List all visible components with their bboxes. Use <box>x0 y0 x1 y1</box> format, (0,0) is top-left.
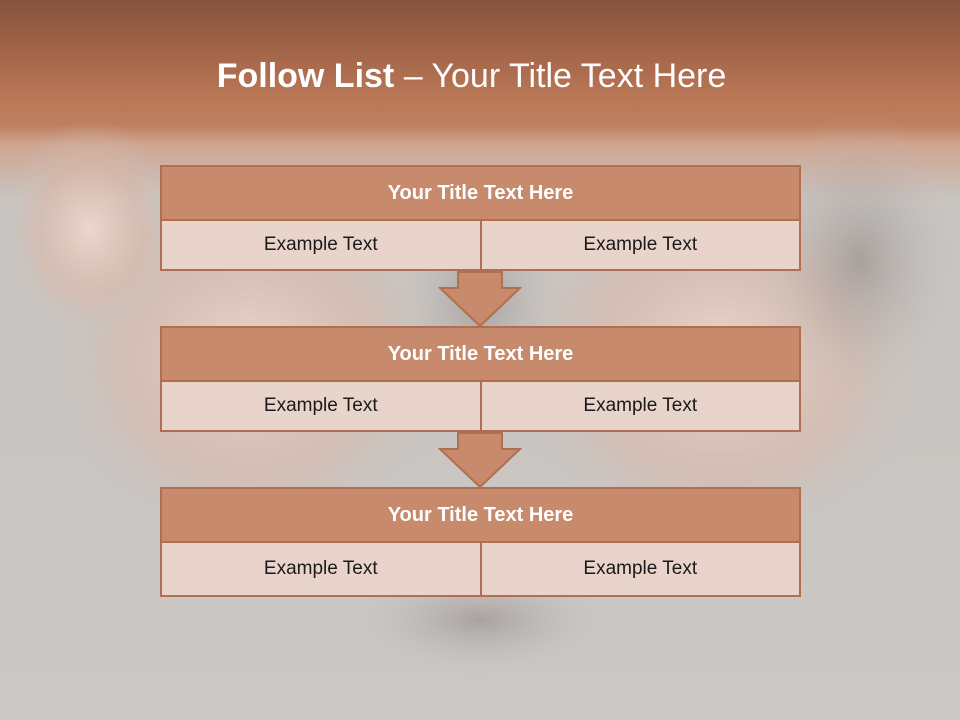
block-cell-right: Example Text <box>481 543 801 597</box>
block-cell-right: Example Text <box>481 382 801 432</box>
block-cell-left: Example Text <box>160 382 482 432</box>
list-block-1: Your Title Text Here Example Text Exampl… <box>160 165 801 271</box>
down-arrow-icon <box>438 432 522 489</box>
block-title: Your Title Text Here <box>160 326 801 382</box>
list-block-3: Your Title Text Here Example Text Exampl… <box>160 487 801 597</box>
slide-title-bold: Follow List <box>216 57 395 95</box>
list-block-2: Your Title Text Here Example Text Exampl… <box>160 326 801 432</box>
down-arrow-icon <box>438 271 522 328</box>
block-cell-right: Example Text <box>481 221 801 271</box>
block-cell-left: Example Text <box>160 221 482 271</box>
block-title: Your Title Text Here <box>160 165 801 221</box>
slide-title: Follow List – Your Title Text Here <box>0 52 943 100</box>
block-cell-left: Example Text <box>160 543 482 597</box>
block-row: Example Text Example Text <box>160 382 801 432</box>
slide-title-rest: – Your Title Text Here <box>394 57 727 95</box>
block-title: Your Title Text Here <box>160 487 801 543</box>
block-row: Example Text Example Text <box>160 543 801 597</box>
block-row: Example Text Example Text <box>160 221 801 271</box>
